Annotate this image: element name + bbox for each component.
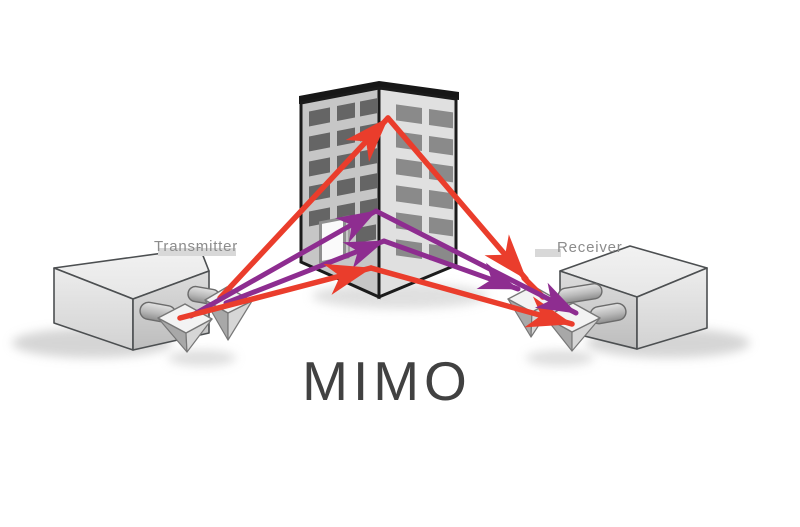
transmitter-label: Transmitter	[154, 238, 238, 255]
building-window	[429, 163, 453, 183]
signal-red-2-outbound	[177, 263, 374, 321]
signal-red-1-reflected	[385, 115, 529, 282]
building-window	[309, 132, 330, 152]
receiver-horn-shadow	[526, 350, 594, 366]
signal-paths	[177, 115, 579, 328]
signal-purple-2-outbound	[223, 238, 387, 306]
receiver-label: Receiver	[557, 239, 623, 256]
mimo-title: MIMO	[302, 350, 472, 412]
building-window	[429, 136, 453, 156]
building-window	[396, 158, 422, 179]
signal-red-1-outbound	[217, 115, 391, 301]
receiver-box-side	[636, 267, 708, 350]
receiver-box	[507, 245, 708, 352]
building-window	[309, 157, 330, 177]
building-window	[429, 109, 453, 129]
building-window	[360, 173, 378, 192]
transmitter-horn-shadow	[168, 350, 236, 366]
signal-purple-1-outbound	[188, 208, 379, 319]
building-window	[429, 217, 453, 237]
building-window	[337, 177, 355, 197]
signal-purple-2-reflected	[381, 238, 521, 292]
building-window	[337, 102, 355, 122]
building-window	[309, 107, 330, 127]
building-window	[360, 98, 378, 117]
signal-red-2-reflected	[368, 265, 575, 328]
signal-purple-1-reflected	[373, 208, 579, 316]
label-underline	[158, 248, 236, 256]
building-window	[429, 190, 453, 210]
building-roof	[299, 81, 459, 104]
label-underline	[535, 249, 561, 257]
building-window	[396, 185, 422, 206]
building-window	[396, 104, 422, 125]
